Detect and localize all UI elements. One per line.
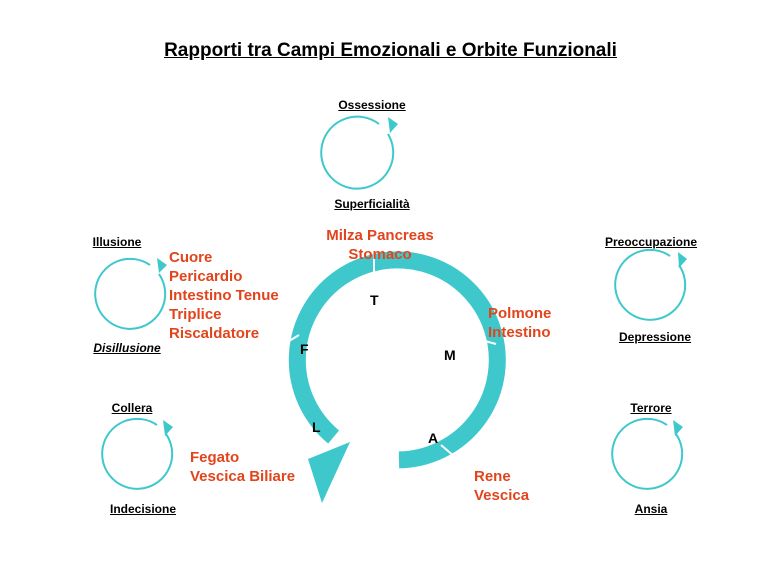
label-indecisione: Indecisione: [109, 502, 177, 516]
organ-intestino: Intestino: [488, 324, 551, 341]
cycle-lower-left-arrowhead: [163, 420, 173, 436]
organ-riscaldatore: Riscaldatore: [169, 325, 260, 342]
cycle-upper-left-arrowhead: [157, 258, 167, 273]
organ-intestino-tenue: Intestino Tenue: [169, 287, 279, 304]
cycle-top: [320, 115, 395, 190]
organ-label-bottom-left: Fegato Vescica Biliare: [190, 448, 295, 486]
ring-letter-l: L: [312, 419, 321, 435]
organ-vescica-biliare: Vescica Biliare: [190, 468, 296, 485]
organ-label-bottom-right: Rene Vescica: [474, 467, 529, 505]
label-ansia: Ansia: [634, 502, 668, 516]
label-collera: Collera: [111, 401, 153, 415]
label-depressione: Depressione: [618, 330, 692, 344]
organ-fegato: Fegato: [190, 449, 240, 466]
cycle-upper-right-arrowhead: [678, 252, 687, 268]
cycle-upper-left: [94, 257, 167, 330]
organ-milza-pancreas: Milza Pancreas: [326, 227, 434, 244]
cycle-lower-left: [101, 417, 174, 490]
ring-letter-m: M: [444, 347, 456, 363]
label-terrore: Terrore: [630, 401, 672, 415]
organ-stomaco: Stomaco: [348, 246, 412, 263]
cycle-lower-right-arrowhead: [673, 420, 683, 436]
label-disillusione: Disillusione: [93, 341, 161, 355]
organ-rene: Rene: [474, 468, 511, 485]
organ-label-top: Milza Pancreas Stomaco: [326, 226, 434, 264]
organ-cuore: Cuore: [169, 249, 213, 266]
main-cycle-arrowhead: [308, 442, 350, 503]
main-cycle-ring: [288, 251, 506, 469]
organ-pericardio: Pericardio: [169, 268, 243, 285]
label-preoccupazione: Preoccupazione: [604, 235, 698, 249]
ring-letter-t: T: [370, 292, 379, 308]
cycle-top-arrowhead: [388, 117, 398, 133]
label-superficialita: Superficialità: [334, 197, 410, 211]
label-illusione: Illusione: [92, 235, 142, 249]
organ-polmone: Polmone: [488, 305, 552, 322]
organ-label-left: Cuore Pericardio Intestino Tenue Triplic…: [169, 248, 279, 343]
organ-triplice: Triplice: [169, 306, 222, 323]
ring-letter-a: A: [428, 430, 439, 446]
label-ossessione: Ossessione: [338, 98, 406, 112]
cycle-lower-right: [611, 417, 684, 490]
organ-vescica: Vescica: [474, 487, 530, 504]
organ-label-right: Polmone Intestino: [488, 304, 551, 342]
diagram-title: Rapporti tra Campi Emozionali e Orbite F…: [164, 40, 617, 61]
cycle-upper-right: [614, 248, 687, 321]
ring-separators: [270, 241, 497, 464]
ring-letter-f: F: [300, 341, 309, 357]
